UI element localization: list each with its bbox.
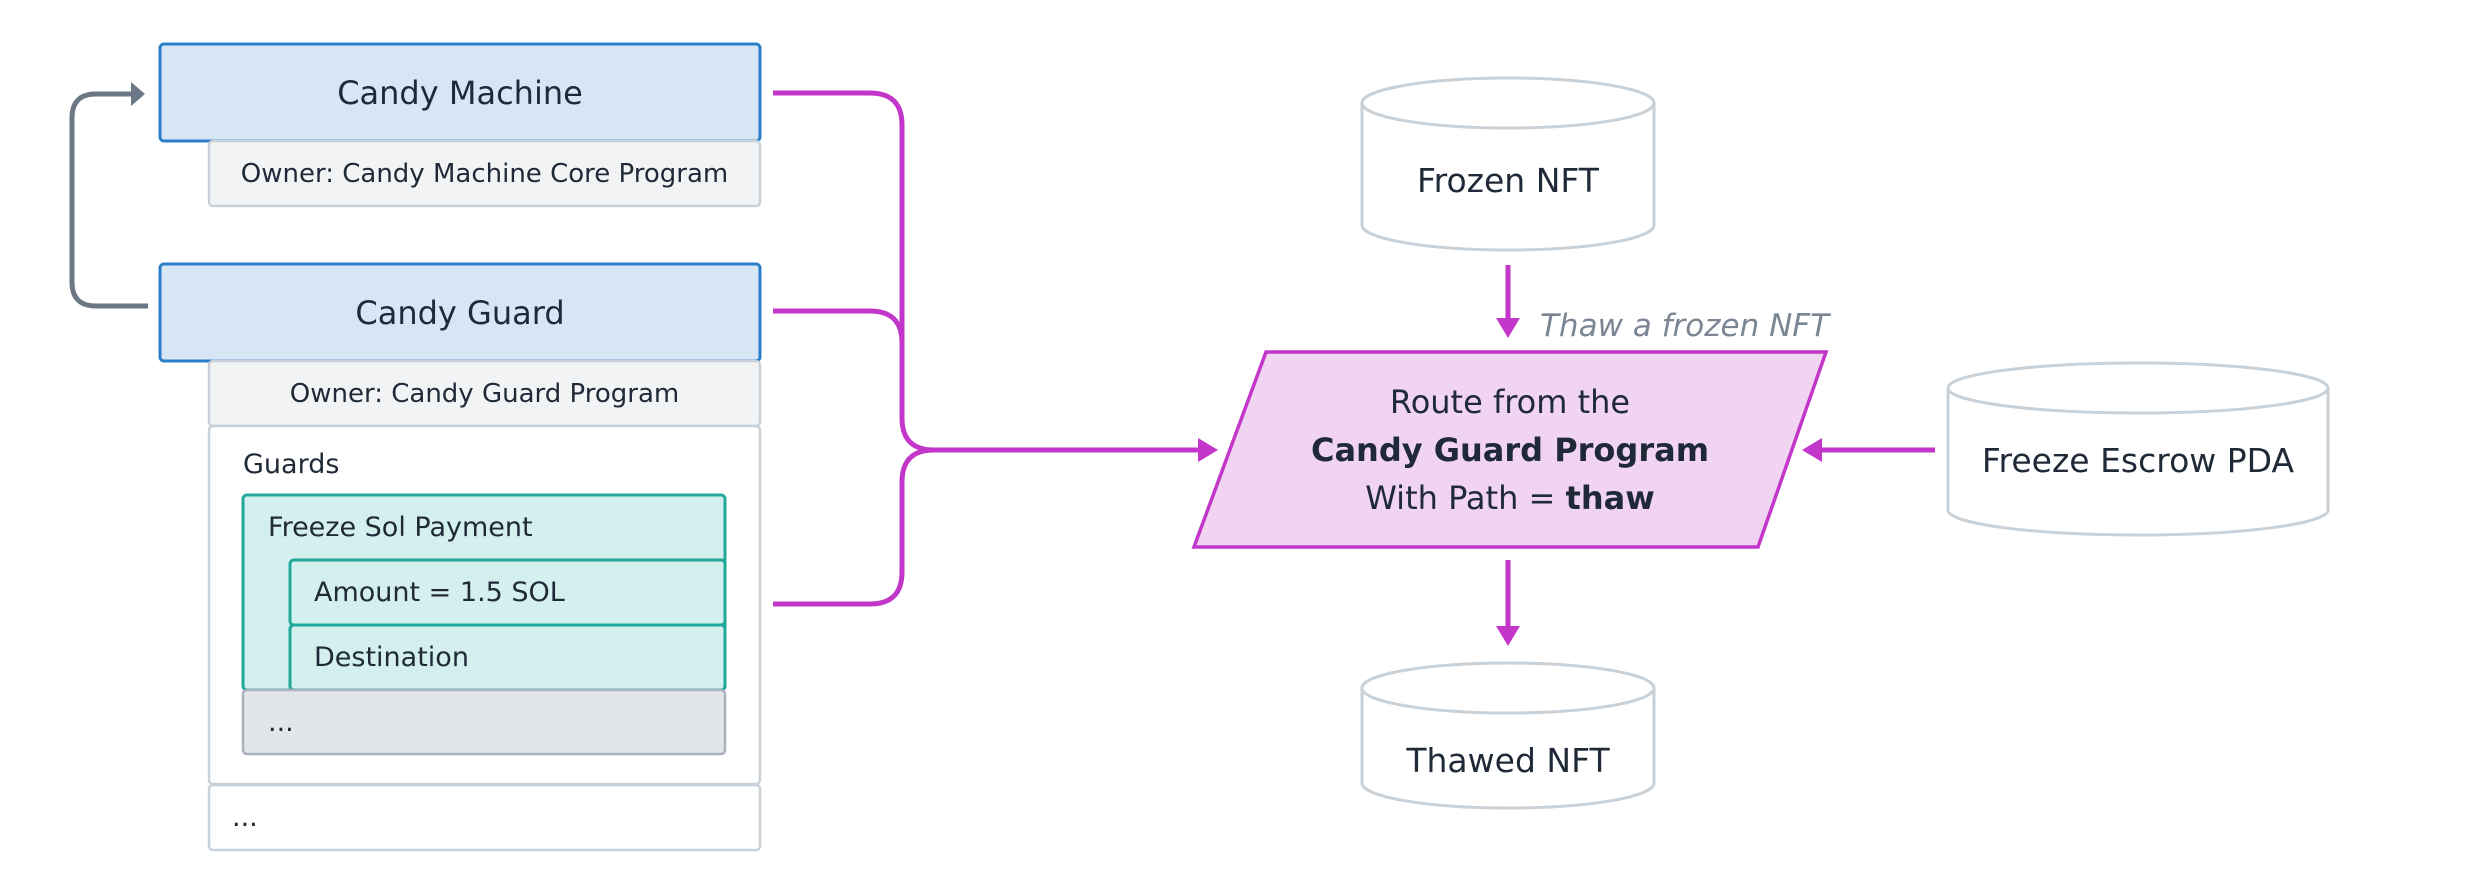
- route-line-2: Candy Guard Program: [1310, 430, 1710, 469]
- frozen-nft-label: Frozen NFT: [1417, 160, 1599, 200]
- guards-more-label: ...: [268, 706, 294, 738]
- route-parallelogram: [1191, 350, 1829, 549]
- frozen-to-route-arrowhead: [1496, 318, 1520, 338]
- candy-machine-owner: Owner: Candy Machine Core Program: [240, 158, 729, 189]
- thaw-annotation: Thaw a frozen NFT: [1540, 308, 1830, 344]
- candy-machine-owner-box: [207, 139, 762, 208]
- freeze-escrow-cylinder: [1946, 361, 2330, 537]
- freeze-sol-payment-label: Freeze Sol Payment: [268, 512, 533, 543]
- candy-guard-more-box: [207, 783, 762, 852]
- thawed-nft-label: Thawed NFT: [1406, 740, 1610, 780]
- guards-label: Guards: [243, 448, 340, 480]
- candy-guard-title: Candy Guard: [355, 293, 565, 332]
- freeze-escrow-label: Freeze Escrow PDA: [1981, 440, 2295, 480]
- bracket-middle-connector: [773, 308, 905, 344]
- loop-arrow: [69, 91, 148, 309]
- bracket-to-route-arrowhead: [1198, 438, 1218, 462]
- route-label: Route from the Candy Guard Program With …: [1230, 352, 1790, 547]
- route-path-value: thaw: [1565, 478, 1655, 517]
- route-path-prefix: With Path =: [1365, 478, 1566, 517]
- candy-machine-title: Candy Machine: [337, 73, 583, 112]
- candy-guard-owner: Owner: Candy Guard Program: [289, 378, 680, 409]
- route-line-1: Route from the: [1389, 382, 1631, 421]
- guards-more-box: [241, 688, 727, 756]
- thawed-nft-cylinder: [1360, 661, 1656, 810]
- candy-guard-more-label: ...: [232, 802, 258, 833]
- destination-label: Destination: [314, 642, 469, 673]
- loop-arrowhead: [131, 82, 145, 106]
- escrow-to-route-arrowhead: [1802, 438, 1822, 462]
- bracket-top-connector: [773, 90, 935, 453]
- amount-label: Amount = 1.5 SOL: [314, 577, 565, 608]
- bracket-bottom-connector: [773, 447, 935, 607]
- route-line-3: With Path = thaw: [1365, 474, 1655, 522]
- route-to-thawed-arrowhead: [1496, 626, 1520, 646]
- frozen-nft-cylinder: [1360, 76, 1656, 252]
